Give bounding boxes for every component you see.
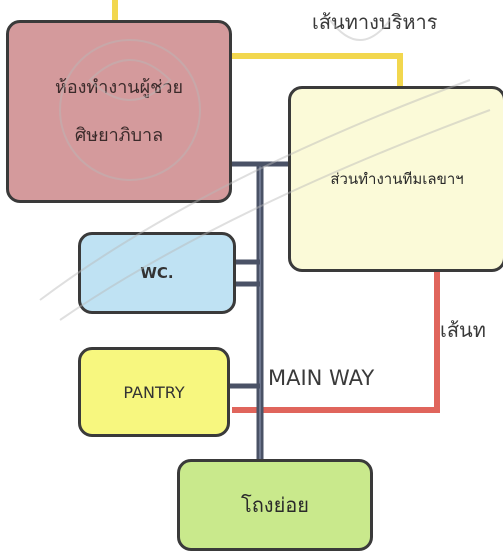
service-route-line [232,272,440,413]
sub-hall-label: โถงย่อย [240,493,310,517]
assistant-pastor-office-box: ห้องทำงานผู้ช่วย ศิษยาภิบาล [6,20,232,203]
wc-box: WC. [78,232,236,314]
secretary-office-label: ส่วนทำงานทีมเลขาฯ [330,170,464,188]
service-route-label: เส้นท [440,318,486,342]
main-way-label: MAIN WAY [268,366,375,390]
pantry-label: PANTRY [123,382,185,402]
assistant-office-label-line2: ศิษยาภิบาล [74,124,164,146]
admin-route-line [232,53,403,88]
secretary-team-office-box: ส่วนทำงานทีมเลขาฯ [288,86,503,272]
assistant-office-label-line1: ห้องทำงานผู้ช่วย [54,76,184,98]
sub-hall-box: โถงย่อย [177,459,373,551]
wc-label: WC. [140,264,174,282]
admin-route-label: เส้นทางบริหาร [312,10,438,34]
pantry-box: PANTRY [78,347,230,437]
